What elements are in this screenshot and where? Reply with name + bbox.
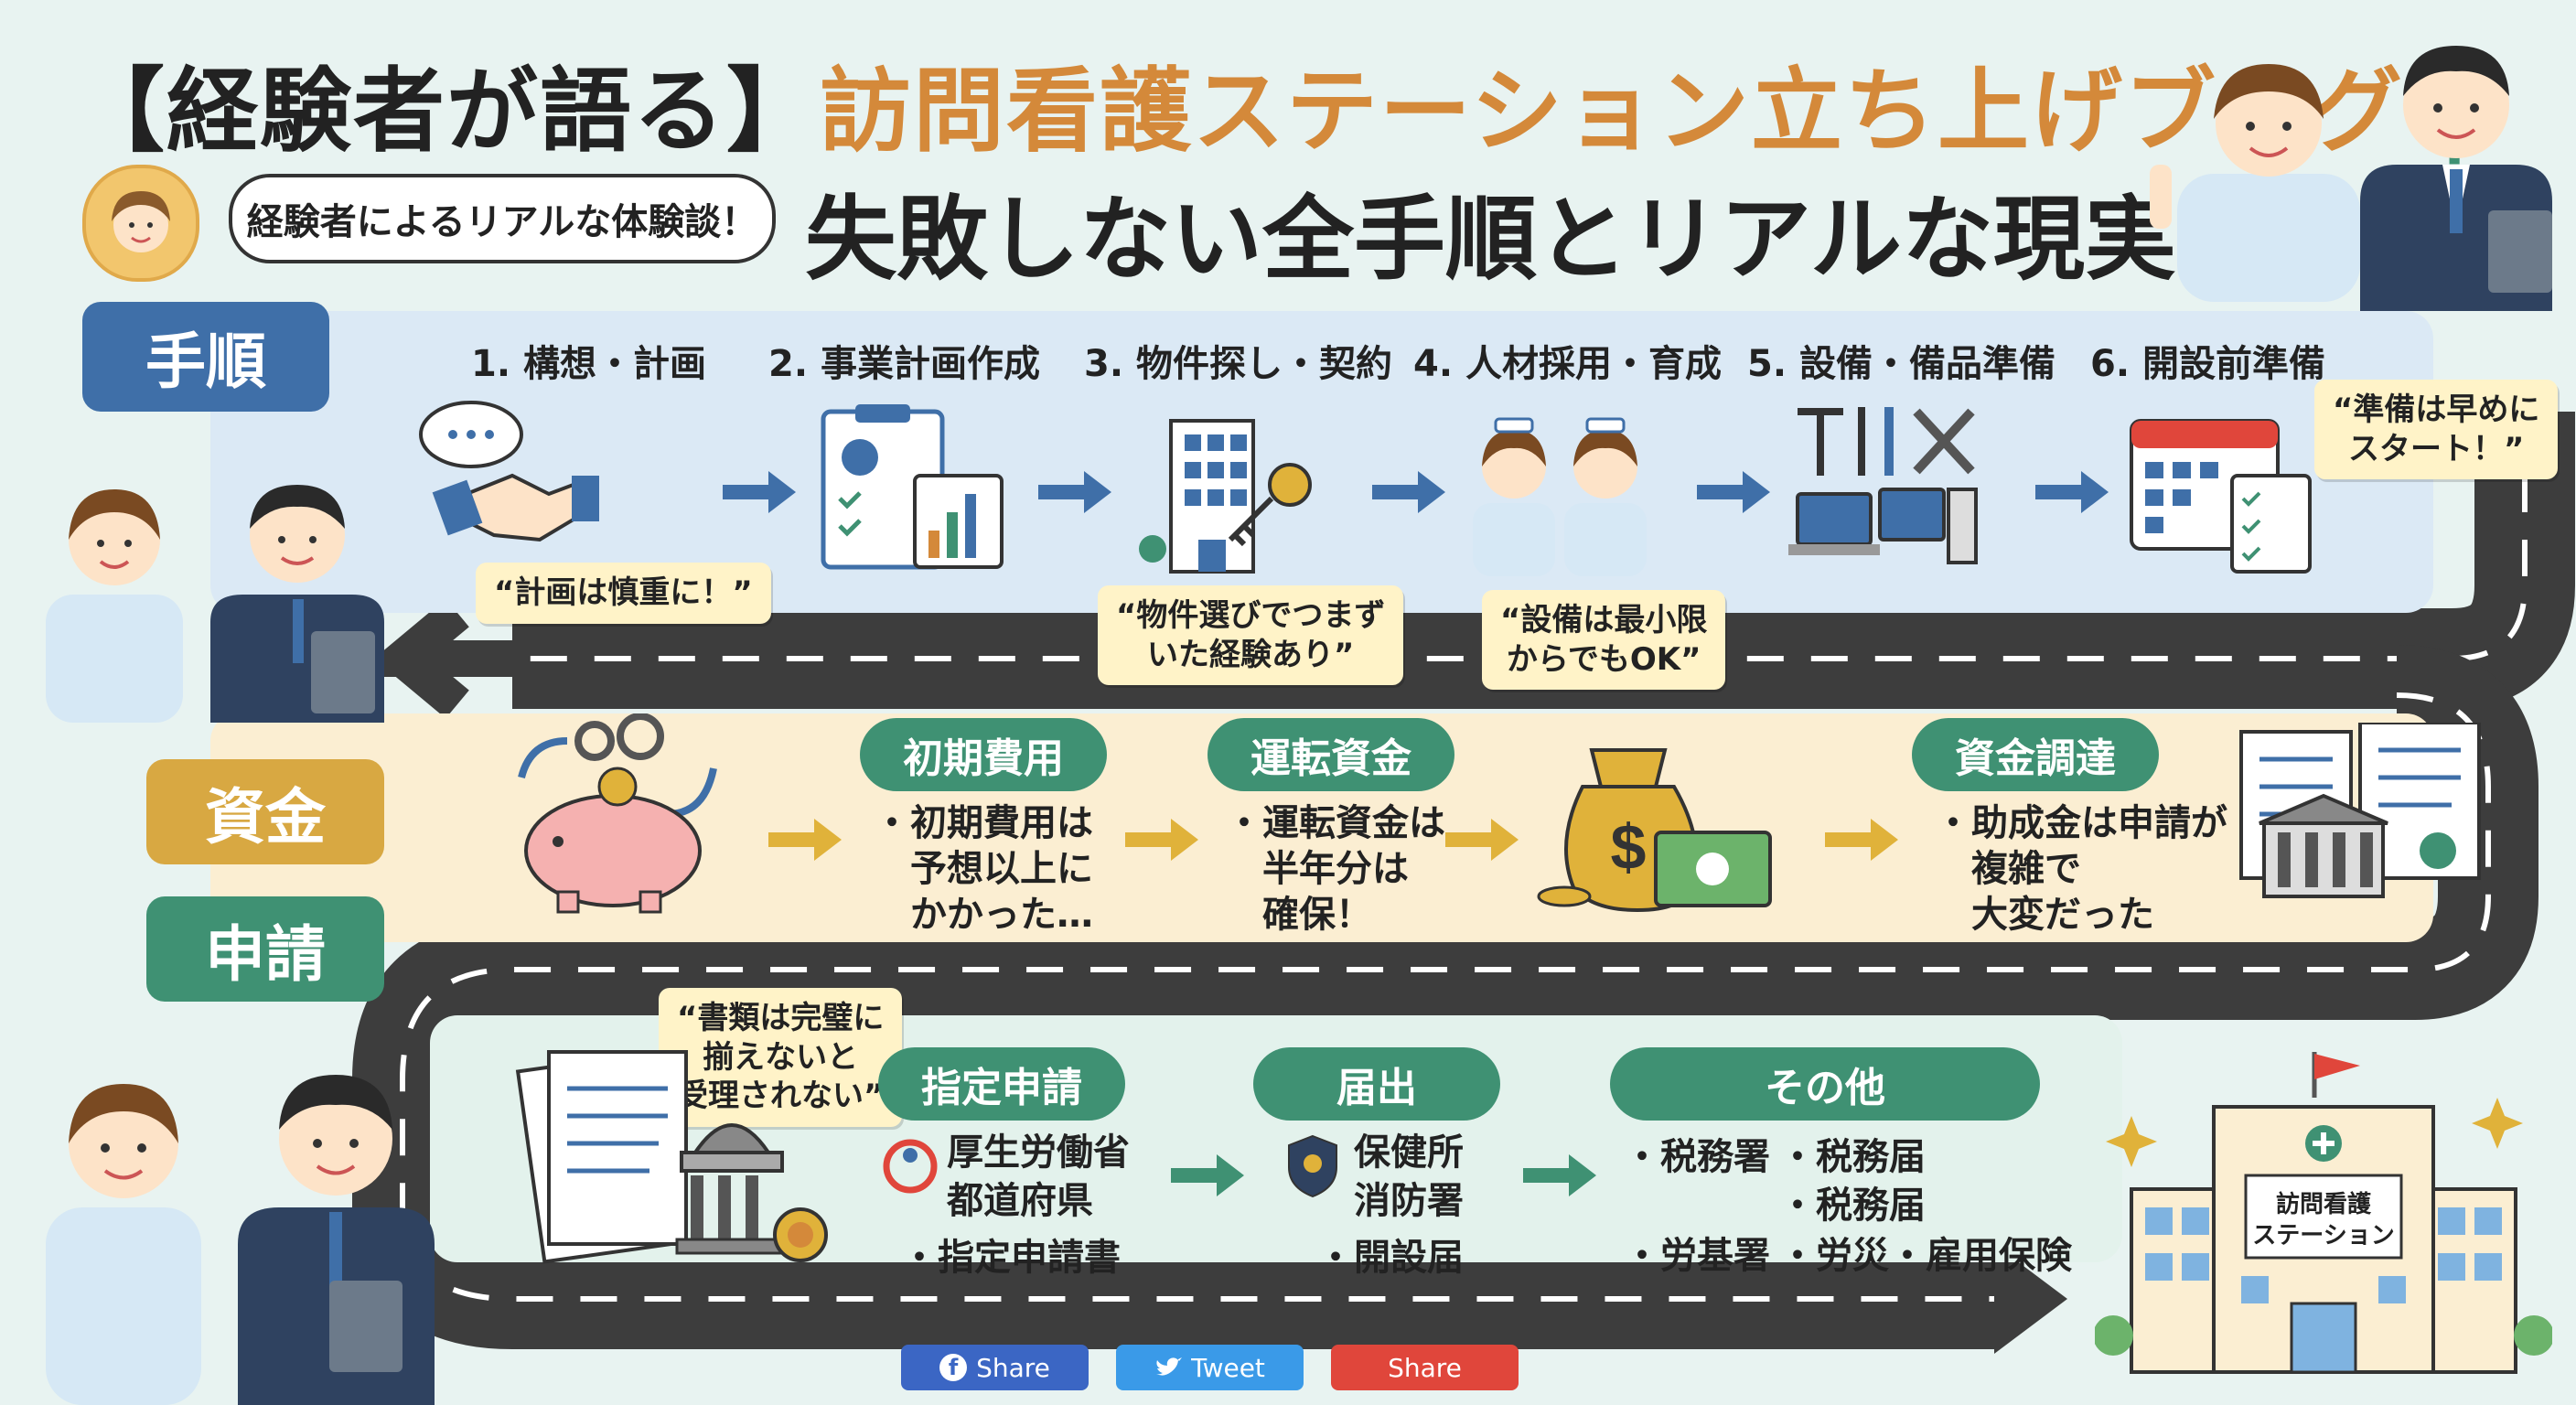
step-1-label: 1. 構想・計画	[471, 343, 706, 385]
piggy-bank-icon	[518, 713, 717, 914]
application-designation-line3: ・指定申請書	[901, 1237, 1121, 1279]
step-5-label: 5. 設備・備品準備	[1747, 343, 2055, 385]
generic-share-button[interactable]: Share	[1331, 1345, 1519, 1390]
application-other-b2: ・労災・雇用保険	[1779, 1235, 2072, 1277]
arrow-right-icon	[1697, 471, 1770, 513]
funding-operating-title: 運転資金	[1208, 718, 1454, 791]
building-key-icon	[1139, 419, 1312, 574]
nurse-face-icon	[112, 191, 170, 252]
twitter-tweet-button[interactable]: Tweet	[1116, 1345, 1304, 1390]
arrow-right-icon	[1523, 1154, 1596, 1196]
funding-initial-body: ・初期費用は 予想以上に かかった…	[874, 802, 1093, 936]
application-designation-line1: 厚生労働省	[947, 1132, 1130, 1174]
arrow-right-icon	[1038, 471, 1111, 513]
funding-initial-title: 初期費用	[860, 718, 1107, 791]
application-other-b1: ・労基署	[1624, 1235, 1770, 1277]
facebook-share-label: Share	[976, 1352, 1050, 1383]
tools-computer-icon	[1788, 407, 1978, 564]
arrow-right-icon	[1445, 819, 1519, 861]
calendar-checklist-icon	[2130, 419, 2312, 574]
application-notification-title: 届出	[1253, 1047, 1500, 1121]
application-notification-line2: 消防署	[1354, 1180, 1464, 1222]
speech-bubble: 経験者によるリアルな体験談！	[229, 174, 776, 263]
page-subtitle: 失敗しない全手順とリアルな現実	[805, 186, 2176, 293]
nursing-station-building-icon	[2095, 1052, 2552, 1374]
step-2-label: 2. 事業計画作成	[768, 343, 1040, 385]
step-4-label: 4. 人材採用・育成	[1413, 343, 1722, 385]
business-plan-icon	[821, 404, 1004, 570]
page-title: 【経験者が語る】訪問看護ステーション立ち上げブログ |	[73, 37, 2473, 169]
narrator-avatar	[82, 165, 199, 282]
staff-pair-icon	[46, 485, 384, 723]
arrow-right-icon	[1125, 819, 1198, 861]
handshake-icon	[419, 401, 599, 542]
arrow-right-icon	[1825, 819, 1898, 861]
twitter-bird-icon	[1156, 1357, 1183, 1376]
twitter-tweet-label: Tweet	[1191, 1352, 1265, 1383]
arrow-right-icon	[2035, 471, 2109, 513]
station-sign: 訪問看護 ステーション	[2252, 1191, 2395, 1249]
application-other-a1: ・税務署	[1624, 1136, 1770, 1178]
section-tag-procedure: 手順	[82, 302, 329, 412]
money-bag-icon: $	[1537, 748, 1772, 913]
government-documents-icon	[515, 1050, 828, 1264]
note-equipment: “設備は最小限 からでもOK”	[1482, 590, 1726, 690]
note-property: “物件選びでつまず いた経験あり”	[1098, 585, 1404, 685]
businessman-character-icon	[2360, 46, 2552, 311]
application-other-a2: ・税務届	[1779, 1136, 1926, 1178]
facebook-icon: f	[939, 1354, 968, 1381]
application-notification-line1: 保健所	[1354, 1132, 1464, 1174]
nurse-character-icon	[2150, 64, 2360, 302]
funding-operating-body: ・運転資金は 半年分は 確保！	[1226, 802, 1445, 936]
staff-pair-bottom-icon	[46, 1075, 435, 1405]
section-tag-funding: 資金	[146, 759, 384, 864]
note-prep: “準備は早めに スタート！”	[2314, 380, 2559, 479]
step-3-label: 3. 物件探し・契約	[1084, 343, 1392, 385]
funding-procurement-title: 資金調達	[1912, 718, 2159, 791]
shield-icon	[1288, 1134, 1337, 1198]
mhlw-logo-icon	[883, 1139, 938, 1194]
arrow-right-icon	[723, 471, 796, 513]
generic-share-label: Share	[1388, 1352, 1462, 1383]
section-tag-application: 申請	[146, 896, 384, 1002]
application-other-a3: ・税務届	[1779, 1185, 1926, 1227]
application-notification-line3: ・開設届	[1317, 1237, 1464, 1279]
nurses-icon	[1473, 417, 1647, 576]
title-accent: 訪問看護ステーション立ち上げブログ	[820, 58, 2404, 165]
note-plan: “計画は慎重に！”	[476, 563, 771, 624]
note-documents: “書類は完璧に 揃えないと 受理されない”	[659, 988, 903, 1127]
arrow-right-icon	[1171, 1154, 1244, 1196]
title-prefix: 【経験者が語る】	[73, 58, 820, 165]
step-6-label: 6. 開設前準備	[2090, 343, 2325, 385]
application-designation-line2: 都道府県	[947, 1180, 1093, 1222]
facebook-share-button[interactable]: f Share	[901, 1345, 1089, 1390]
bank-documents-icon	[2239, 723, 2481, 898]
application-designation-title: 指定申請	[878, 1047, 1125, 1121]
svg-text:$: $	[1611, 811, 1647, 883]
application-other-title: その他	[1610, 1047, 2040, 1121]
funding-procurement-body: ・助成金は申請が 複雑で 大変だった	[1935, 802, 2227, 936]
arrow-right-icon	[1372, 471, 1445, 513]
arrow-right-icon	[768, 819, 842, 861]
